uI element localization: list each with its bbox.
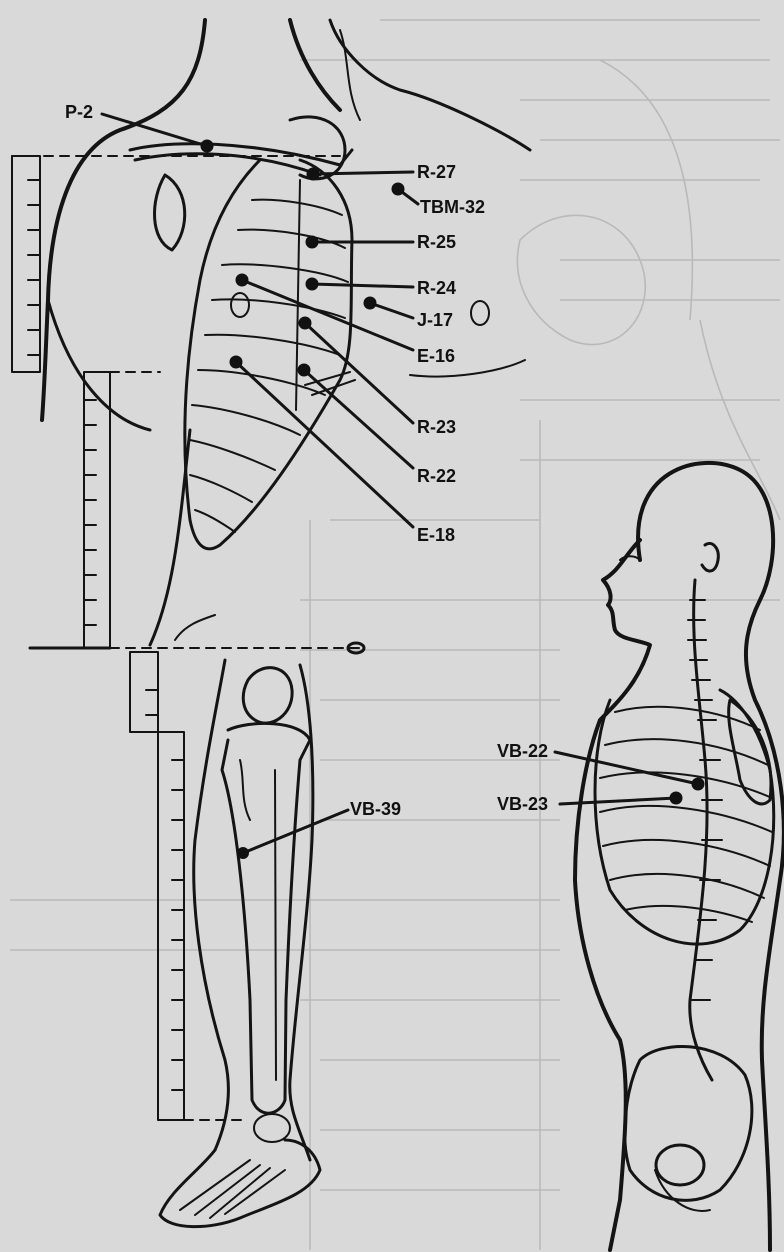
label-p2: P-2: [65, 102, 93, 122]
acupoint-labels: P-2 R-27 TBM-32 R-25 R-24 J-17 E-16 R-23…: [65, 102, 548, 819]
ruler-lower: [130, 652, 245, 1120]
background-bleed: [10, 20, 780, 1250]
acupoint-e16-dot: [236, 274, 249, 287]
label-vb23: VB-23: [497, 794, 548, 814]
label-e16: E-16: [417, 346, 455, 366]
acupoint-vb39-dot: [237, 847, 249, 859]
acupoint-j17-dot: [364, 297, 377, 310]
label-r27: R-27: [417, 162, 456, 182]
acupoint-r24-dot: [306, 278, 319, 291]
acupoint-tbm32-dot: [392, 183, 405, 196]
label-tbm32: TBM-32: [420, 197, 485, 217]
acupoint-r23-dot: [299, 317, 312, 330]
acupoint-r25-dot: [306, 236, 319, 249]
label-r23: R-23: [417, 417, 456, 437]
acupoint-p2-dot: [201, 140, 214, 153]
leader-lines: [102, 114, 698, 853]
label-e18: E-18: [417, 525, 455, 545]
acupoint-r22-dot: [298, 364, 311, 377]
acupoint-vb23-dot: [670, 792, 683, 805]
label-vb22: VB-22: [497, 741, 548, 761]
label-vb39: VB-39: [350, 799, 401, 819]
side-figure: [575, 463, 784, 1250]
acupoint-r27-dot: [307, 168, 320, 181]
label-r24: R-24: [417, 278, 456, 298]
label-j17: J-17: [417, 310, 453, 330]
label-r22: R-22: [417, 466, 456, 486]
label-r25: R-25: [417, 232, 456, 252]
front-torso: [42, 20, 530, 653]
acupoint-e18-dot: [230, 356, 243, 369]
acupoint-vb22-dot: [692, 778, 705, 791]
